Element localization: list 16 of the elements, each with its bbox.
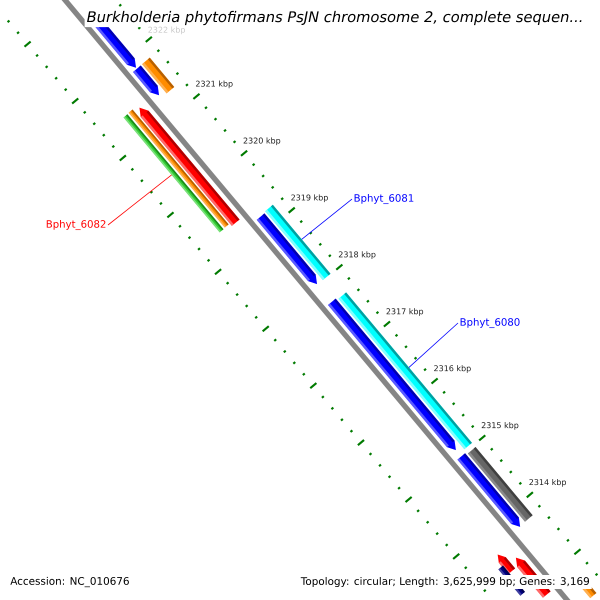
leader-line	[408, 322, 458, 368]
leader-line	[301, 198, 352, 240]
footer-text: Topology: circular; Length: 3,625,999 bp; Genes: 3,169	[298, 574, 592, 590]
gene-label: Bphyt_6082	[46, 220, 106, 230]
title: Burkholderia phytofirmans PsJN chromosome 2, complete sequen...	[84, 8, 586, 28]
leader-line	[108, 174, 172, 226]
scale-label: 2317 kbp	[386, 308, 424, 316]
scale-label: 2320 kbp	[244, 137, 280, 146]
gene-label: Bphyt_6081	[354, 194, 414, 204]
scale-label: 2316 kbp	[434, 365, 471, 373]
footer-text: Accession: NC_010676	[8, 574, 132, 590]
gene-label: Bphyt_6080	[460, 318, 520, 328]
scale-label: 2318 kbp	[338, 251, 376, 259]
gene-bar	[124, 114, 224, 232]
gene-bar	[265, 204, 331, 280]
scale-label: 2314 kbp	[529, 478, 566, 487]
